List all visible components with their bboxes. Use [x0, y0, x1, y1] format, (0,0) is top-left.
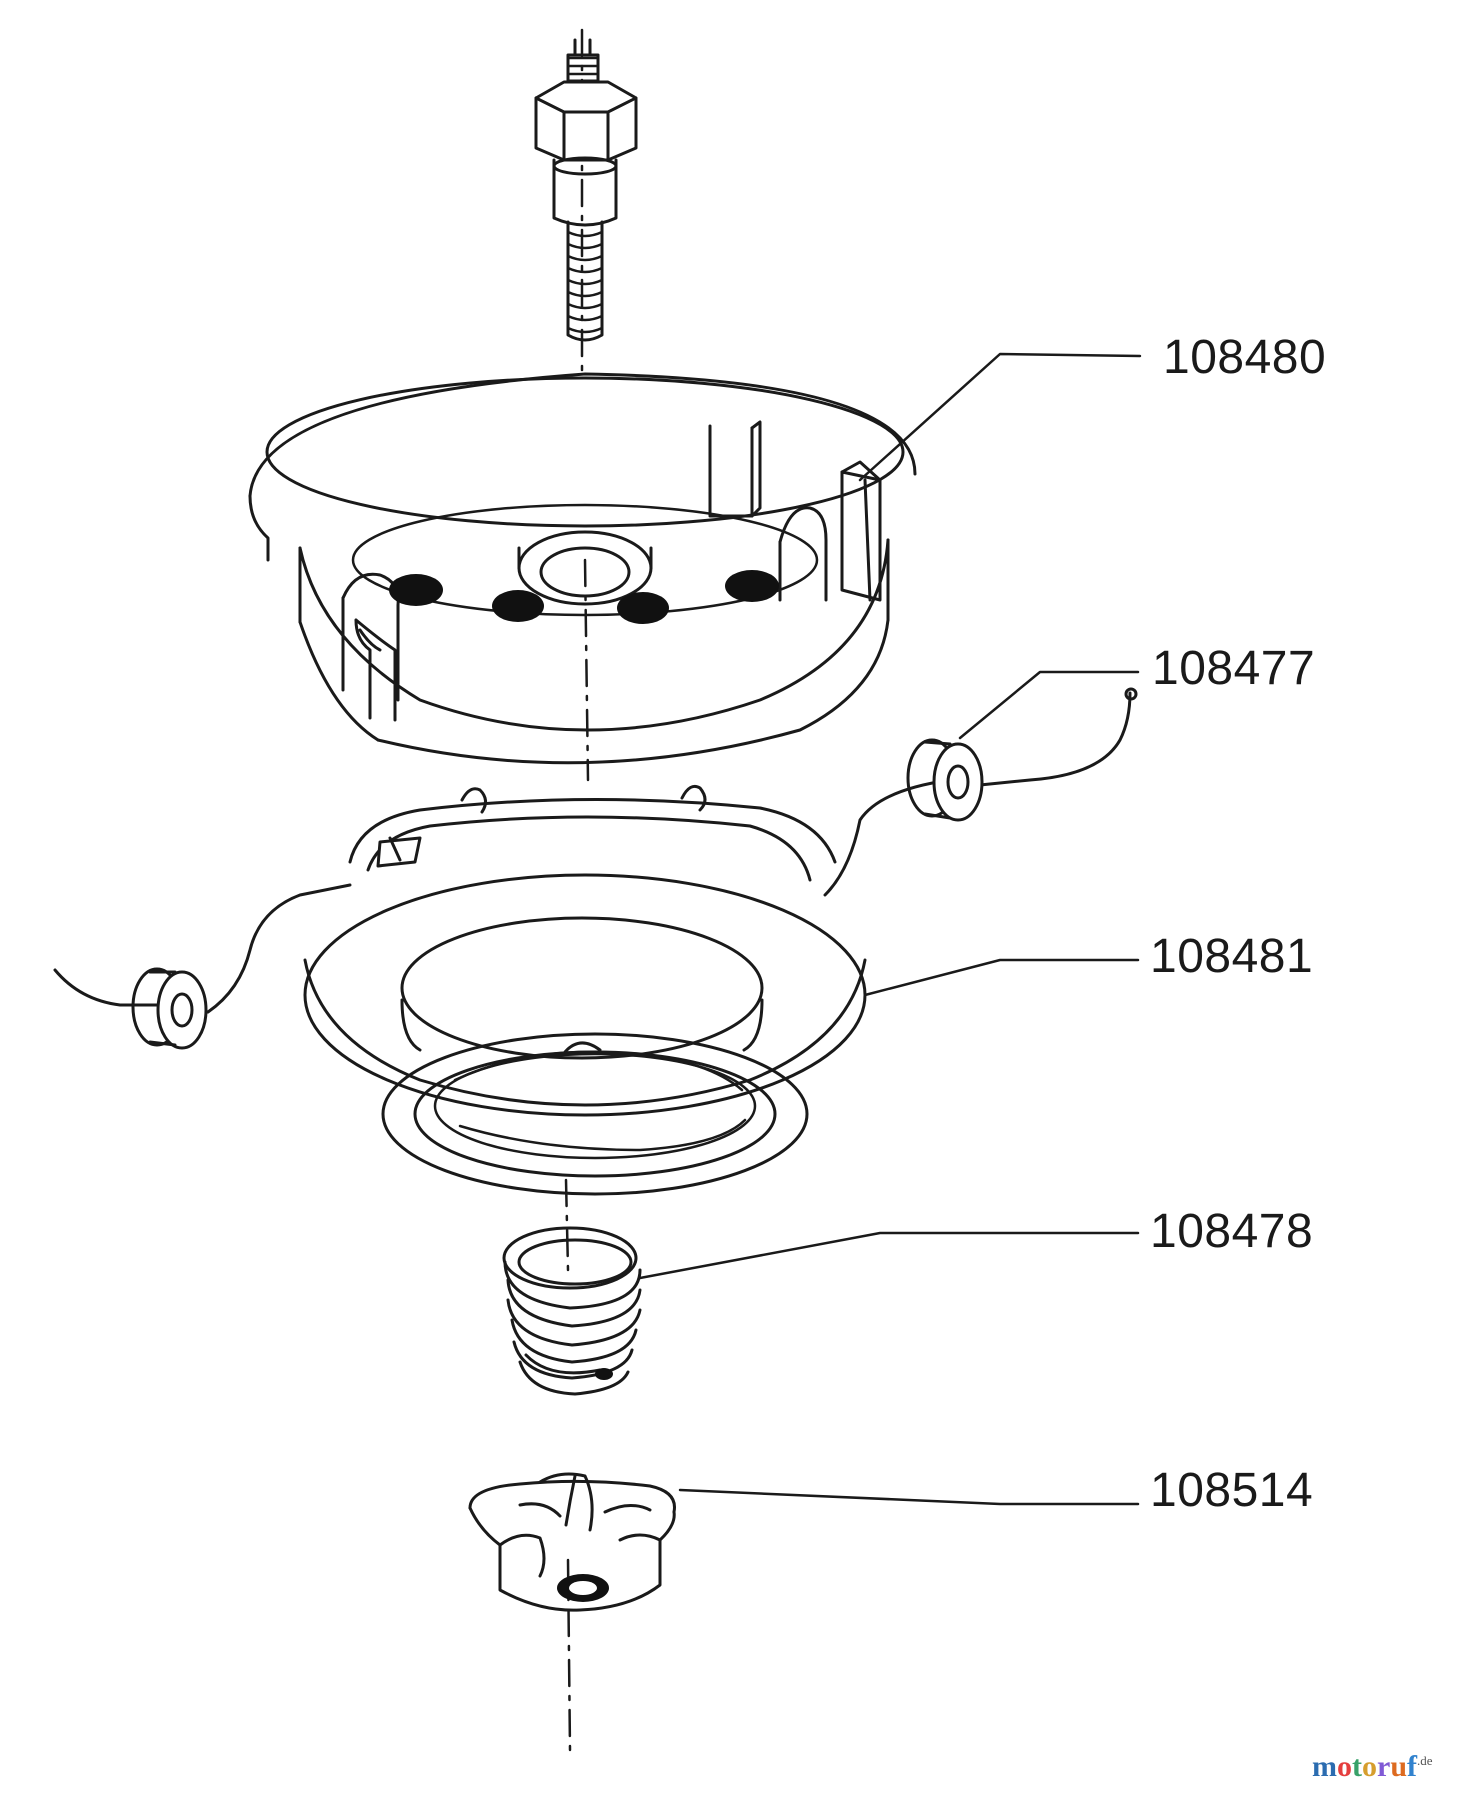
- eyelet-right: [906, 738, 984, 822]
- part-number-label: 108481: [1150, 930, 1314, 983]
- part-number-label: 108514: [1150, 1464, 1314, 1517]
- eyelet-left: [131, 967, 208, 1050]
- line-spool-drawing: [303, 784, 867, 1196]
- bump-knob-drawing: [468, 1472, 676, 1612]
- part-number-label: 108480: [1163, 331, 1327, 384]
- arbor-bolt: [534, 38, 638, 342]
- trimmer-line-drawing: [53, 687, 1138, 1014]
- leader-lines: [638, 352, 1142, 1506]
- housing-holes: [389, 570, 779, 624]
- part-number-label: 108477: [1152, 642, 1316, 695]
- spring-drawing: [502, 1226, 642, 1396]
- brand-domain: .de: [1417, 1753, 1433, 1768]
- spool-housing-drawing: [248, 372, 917, 765]
- brand-name: motoruf: [1312, 1750, 1418, 1783]
- brand-watermark: motoruf.de: [1312, 1752, 1433, 1782]
- part-number-label: 108478: [1150, 1205, 1314, 1258]
